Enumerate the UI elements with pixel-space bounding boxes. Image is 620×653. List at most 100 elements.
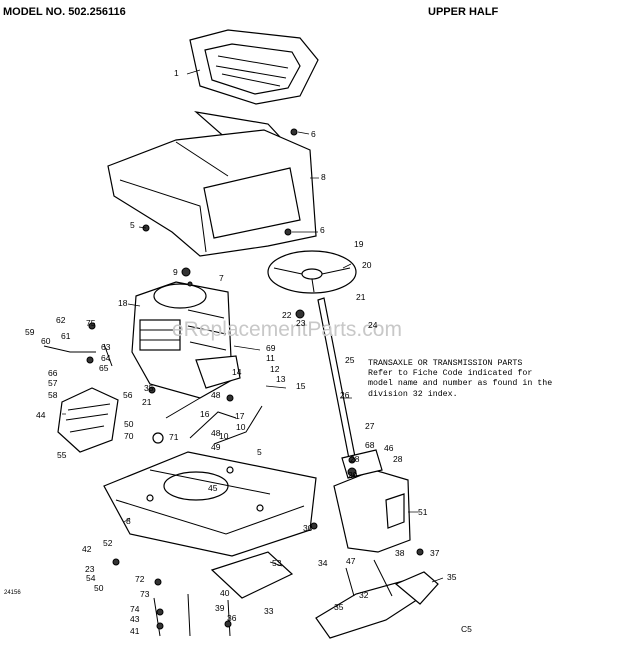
callout-74: 74 [130, 604, 140, 614]
callout-75: 75 [86, 318, 96, 328]
callout-29: 29 [348, 470, 358, 480]
callout-41: 41 [130, 626, 140, 636]
callout-62: 62 [56, 315, 66, 325]
callout-72: 72 [135, 574, 145, 584]
callout-13: 13 [276, 374, 286, 384]
callout-27: 27 [365, 421, 375, 431]
callout-24: 24 [368, 320, 378, 330]
frame [103, 451, 317, 557]
callout-49: 49 [211, 442, 221, 452]
callout-73: 73 [140, 589, 150, 599]
callout-32: 32 [359, 590, 369, 600]
callout-48: 48 [211, 390, 221, 400]
callout-6: 6 [311, 129, 316, 139]
callout-68: 68 [365, 440, 375, 450]
callout-28: 28 [393, 454, 403, 464]
body-pan [107, 129, 317, 257]
callout-10: 10 [236, 422, 246, 432]
leader-lines [62, 69, 444, 583]
callout-10: 10 [219, 431, 229, 441]
callout-35: 35 [144, 383, 154, 393]
callout-54: 54 [86, 573, 96, 583]
callout-20: 20 [362, 260, 372, 270]
callout-50: 50 [94, 583, 104, 593]
callout-23: 23 [296, 318, 306, 328]
callout-30: 30 [303, 523, 313, 533]
callout-25: 25 [345, 355, 355, 365]
callout-70: 70 [124, 431, 134, 441]
callout-55: 55 [57, 450, 67, 460]
callout-7: 7 [219, 273, 224, 283]
callout-19: 19 [354, 239, 364, 249]
callout-8: 8 [321, 172, 326, 182]
callout-43: 43 [130, 614, 140, 624]
callout-15: 15 [296, 381, 306, 391]
callout-65: 65 [99, 363, 109, 373]
callout-28: 28 [350, 454, 360, 464]
callout-35: 35 [334, 602, 344, 612]
callout-5: 5 [130, 220, 135, 230]
callout-21: 21 [142, 397, 152, 407]
lower-bracket [210, 551, 294, 599]
callout-6: 6 [320, 225, 325, 235]
drawing-ref: 24156 [4, 590, 21, 596]
callout-52: 52 [103, 538, 113, 548]
callout-66: 66 [48, 368, 58, 378]
callout-45: 45 [208, 483, 218, 493]
callout-35: 35 [447, 572, 457, 582]
callout-12: 12 [270, 364, 280, 374]
section-title: UPPER HALF [428, 6, 499, 18]
callout-26: 26 [340, 390, 350, 400]
callout-36: 36 [227, 613, 237, 623]
callout-23: 23 [85, 564, 95, 574]
callout-56: 56 [123, 390, 133, 400]
callout-33: 33 [264, 606, 274, 616]
console [333, 449, 411, 553]
callout-42: 42 [82, 544, 92, 554]
page-code: C5 [461, 624, 472, 634]
callout-39: 39 [215, 603, 225, 613]
callout-60: 60 [41, 336, 51, 346]
engine [131, 281, 241, 399]
callout-11: 11 [266, 353, 275, 363]
callout-59: 59 [25, 327, 35, 337]
callout-46: 46 [384, 443, 394, 453]
callout-21: 21 [356, 292, 366, 302]
callout-57: 57 [48, 378, 58, 388]
callout-61: 61 [61, 331, 71, 341]
callout-37: 37 [430, 548, 440, 558]
model-number: MODEL NO. 502.256116 [3, 6, 126, 18]
watermark: eReplacementParts.com [172, 318, 402, 341]
callout-40: 40 [220, 588, 230, 598]
callout-44: 44 [36, 410, 46, 420]
callout-71: 71 [169, 432, 179, 442]
callout-38: 38 [395, 548, 405, 558]
steering-wheel [267, 250, 357, 294]
seat [189, 29, 319, 105]
callout-69: 69 [266, 343, 276, 353]
callout-48: 48 [211, 428, 221, 438]
callout-64: 64 [101, 353, 111, 363]
callout-18: 18 [118, 298, 128, 308]
callout-22: 22 [282, 310, 292, 320]
callout-34: 34 [318, 558, 328, 568]
callout-63: 63 [101, 342, 111, 352]
transaxle [57, 387, 119, 453]
callout-16: 16 [200, 409, 210, 419]
callout-14: 14 [232, 367, 242, 377]
callout-51: 51 [418, 507, 428, 517]
callout-8: 8 [126, 516, 131, 526]
footrest [315, 571, 439, 639]
callout-58: 58 [48, 390, 58, 400]
callout-50: 50 [124, 419, 134, 429]
callout-17: 17 [235, 411, 245, 421]
callout-5: 5 [257, 447, 262, 457]
transaxle-note: TRANSAXLE OR TRANSMISSION PARTS Refer to… [368, 359, 553, 399]
linkage [43, 343, 393, 637]
callout-9: 9 [173, 267, 178, 277]
callout-47: 47 [346, 556, 356, 566]
callout-1: 1 [174, 68, 179, 78]
